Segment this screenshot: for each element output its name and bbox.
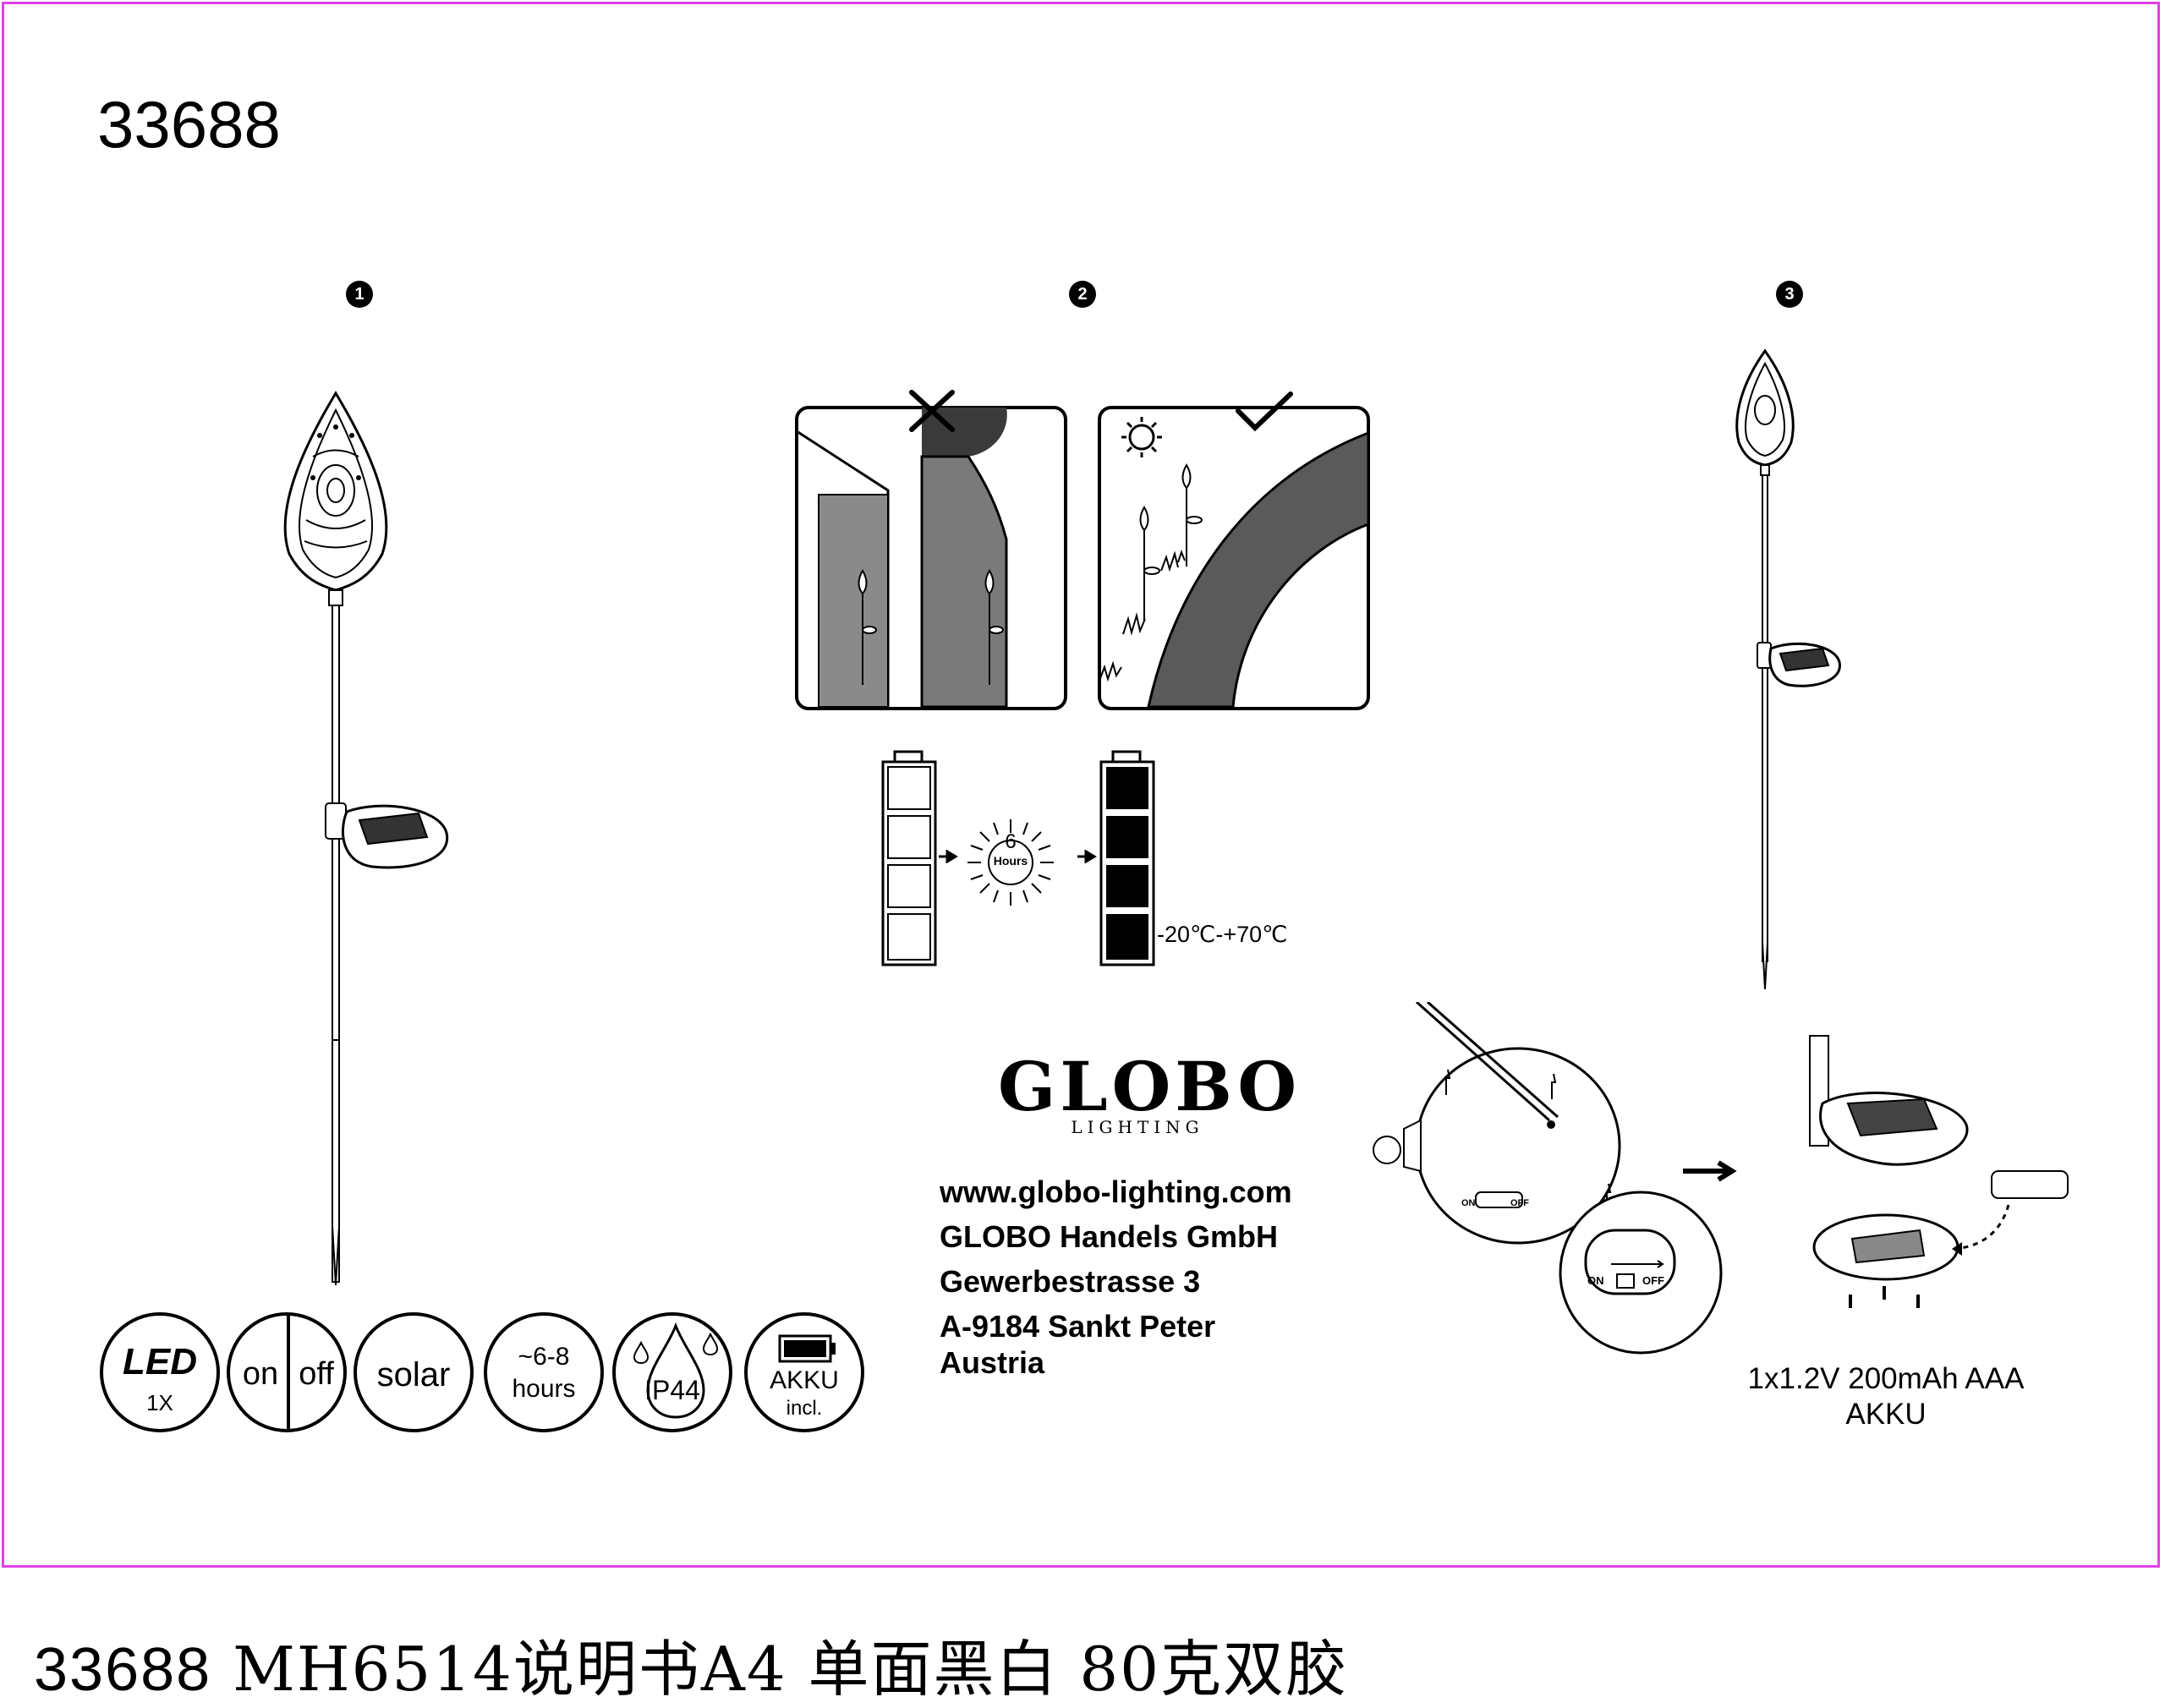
full-battery-icon — [1099, 750, 1155, 966]
led-badge-title: LED — [123, 1341, 197, 1382]
switch-on-label-zoom: ON — [1587, 1274, 1604, 1287]
battery-replacement-illustration — [1373, 1002, 2069, 1355]
empty-battery-icon — [881, 750, 937, 966]
solar-stake-lamp-illustration — [283, 391, 449, 1286]
footer-text: MH6514说明书A4 单面黑白 80克双胶 — [233, 1634, 1349, 1705]
on-off-divider — [287, 1316, 290, 1429]
contact-info: www.globo-lighting.com GLOBO Handels Gmb… — [940, 1169, 1292, 1380]
water-drop-icon — [633, 1322, 719, 1419]
switch-off-label: OFF — [1510, 1198, 1529, 1208]
akku-label: AKKU — [770, 1366, 839, 1394]
switch-on-label: ON — [1461, 1198, 1476, 1208]
company-name: GLOBO Handels GmbH — [940, 1219, 1279, 1254]
brand-subname: LIGHTING — [1071, 1117, 1204, 1137]
hours-unit: hours — [512, 1375, 576, 1403]
battery-spec-line1: 1x1.2V 200mAh AAA — [1747, 1362, 2025, 1395]
battery-spec: 1x1.2V 200mAh AAA AKKU — [1717, 1361, 2055, 1432]
on-label: on — [242, 1356, 279, 1392]
step-1-marker: 1 — [346, 281, 373, 308]
battery-spec-line2: AKKU — [1845, 1398, 1927, 1431]
akku-sub-label: incl. — [786, 1397, 823, 1420]
page-frame — [2, 2, 2160, 1568]
led-badge-count: 1X — [146, 1390, 173, 1415]
footer-number: 33688 — [34, 1636, 212, 1704]
arrow-right-icon — [1077, 850, 1097, 863]
city-address: A-9184 Sankt Peter — [940, 1309, 1216, 1344]
hours-range: ~6-8 — [518, 1343, 570, 1371]
charge-duration-unit: Hours — [993, 854, 1028, 868]
ip44-badge: IP44 — [612, 1312, 732, 1432]
step-2-marker: 2 — [1069, 281, 1096, 308]
on-off-badge: on off — [227, 1312, 347, 1432]
solar-badge: solar — [354, 1312, 474, 1432]
hours-badge: ~6-8 hours — [484, 1312, 604, 1432]
country: Austria — [940, 1345, 1045, 1380]
step-3-marker: 3 — [1776, 281, 1803, 308]
akku-badge: AKKU incl. — [744, 1312, 864, 1432]
temperature-range: -20℃-+70℃ — [1157, 922, 1288, 947]
switch-off-label-zoom: OFF — [1642, 1274, 1664, 1287]
website-link[interactable]: www.globo-lighting.com — [940, 1174, 1292, 1209]
correct-placement-sun-panel — [1098, 406, 1370, 710]
street-address: Gewerbestrasse 3 — [940, 1264, 1201, 1299]
model-number: 33688 — [97, 87, 281, 161]
checkmark-icon — [1236, 391, 1293, 432]
wrong-placement-shade-panel — [795, 406, 1067, 710]
brand-name: GLOBO — [998, 1047, 1302, 1126]
ip44-label: IP44 — [644, 1375, 700, 1405]
globo-logo: GLOBO LIGHTING — [998, 1047, 1302, 1137]
off-label: off — [299, 1356, 334, 1392]
led-badge: LED 1X — [100, 1312, 220, 1432]
solar-label: solar — [376, 1356, 451, 1393]
cross-icon — [909, 390, 955, 432]
battery-icon — [778, 1334, 836, 1363]
arrow-right-icon — [939, 850, 958, 863]
print-spec-footer: 33688 MH6514说明书A4 单面黑白 80克双胶 — [34, 1619, 1348, 1708]
charge-duration: 6 — [1005, 830, 1017, 853]
sun-charging-icon — [967, 819, 1054, 906]
solar-stake-lamp-step3-illustration — [1735, 348, 1841, 990]
